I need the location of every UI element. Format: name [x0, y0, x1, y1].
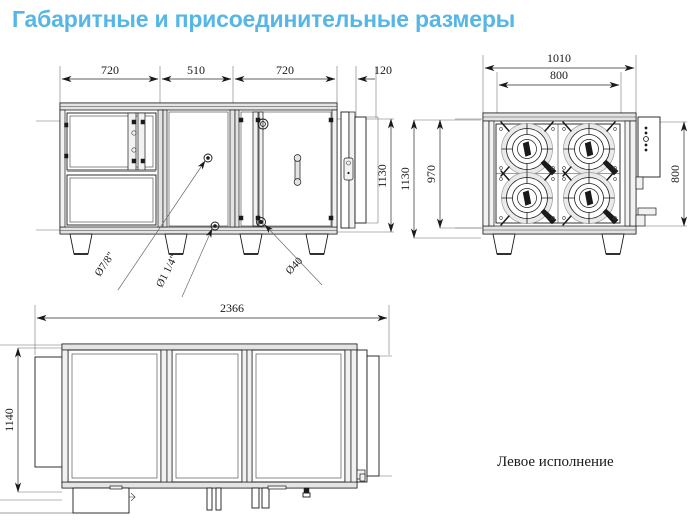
dimension-720-left-text: 720 — [101, 63, 119, 77]
dimension-1010-text: 1010 — [547, 51, 571, 65]
dimension-800-height: 800 — [645, 121, 688, 227]
side-elevation-view: 1010 800 1130 970 800 — [398, 51, 688, 255]
leader-label-7-8: Ø7/8" — [93, 250, 118, 279]
leader-label-1-1-4: Ø1 1/4" — [154, 253, 180, 289]
front-view-duct-collar — [340, 111, 379, 229]
dimension-720-right-text: 720 — [276, 63, 294, 77]
dimension-720-right: 720 — [234, 63, 336, 83]
dimension-120-text: 120 — [374, 63, 392, 77]
dimension-800-width-text: 800 — [550, 68, 568, 82]
leader-label-40: Ø40 — [284, 255, 306, 277]
plan-top-view: 2366 1140 — [0, 301, 392, 514]
dimension-2366: 2366 — [36, 301, 388, 322]
dimension-1130-side: 1130 — [398, 119, 481, 239]
dimension-1140-text: 1140 — [2, 408, 16, 432]
dimension-1130-front: 1130 — [337, 118, 395, 233]
side-view-fixings — [499, 127, 617, 220]
configuration-note: Левое исполнение — [497, 454, 614, 470]
dimension-1130-front-text: 1130 — [375, 164, 389, 188]
plan-view-duct-collar — [356, 349, 392, 483]
plan-view-drain-pan — [72, 487, 130, 514]
front-view-extension-lines — [59, 66, 377, 120]
dimension-1140: 1140 — [2, 347, 62, 493]
page-title: Габаритные и присоединительные размеры — [12, 6, 516, 32]
dimension-720-left: 720 — [61, 63, 159, 83]
dimension-2366-text: 2366 — [220, 301, 244, 315]
side-view-extension-lines — [482, 55, 637, 120]
dimension-970: 970 — [424, 119, 481, 229]
dimension-970-text: 970 — [424, 165, 438, 183]
plan-view-body — [61, 343, 358, 489]
dimension-800-width: 800 — [498, 68, 620, 89]
side-view-feet — [492, 233, 625, 255]
plan-view-extension-lines — [34, 305, 390, 355]
front-view-filter-section — [64, 112, 157, 226]
plan-view-left-flange — [34, 356, 64, 468]
dimension-1010: 1010 — [484, 51, 635, 72]
dimension-1130-side-text: 1130 — [398, 167, 412, 191]
front-elevation-view: 720 510 720 120 1130 — [36, 63, 395, 298]
dimension-800-height-text: 800 — [668, 165, 682, 183]
dimension-510: 510 — [161, 63, 232, 83]
plan-view-panels — [61, 349, 358, 483]
front-view-middle-section — [168, 111, 229, 227]
side-view-control-panel — [635, 116, 661, 227]
dimension-510-text: 510 — [187, 63, 205, 77]
dimension-120: 120 — [357, 63, 392, 83]
plan-view-bottom-connections — [0, 485, 311, 514]
